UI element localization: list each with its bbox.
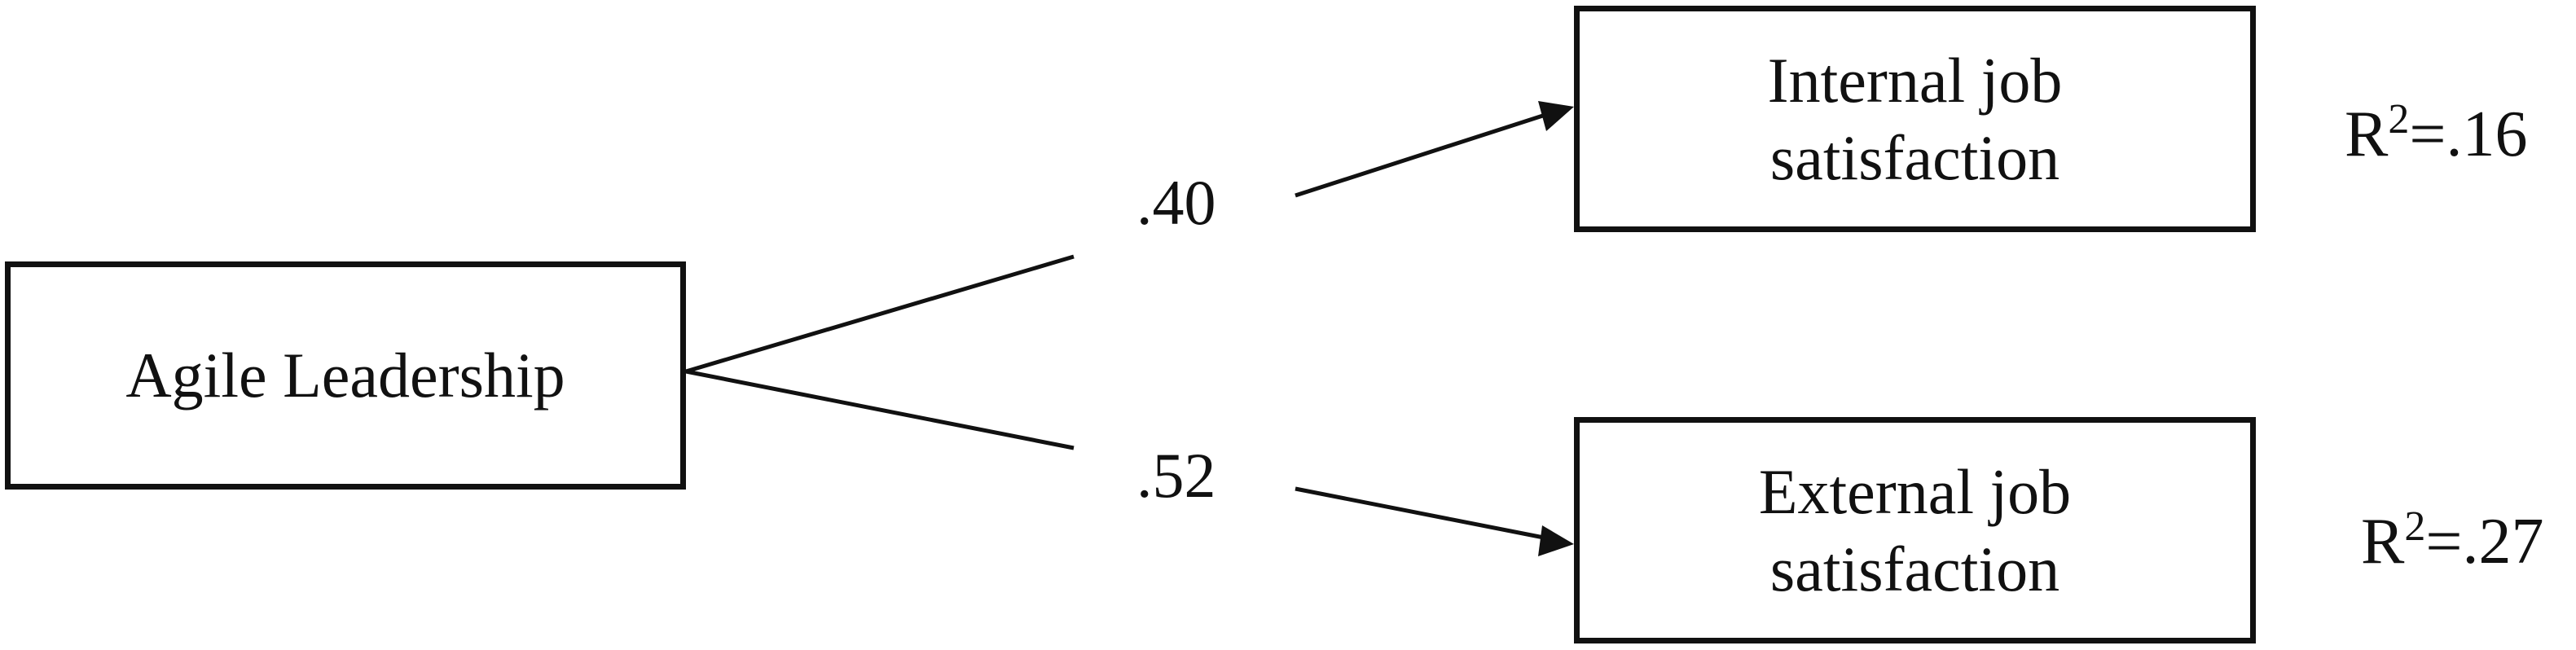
path-coefficient-internal: .40 [1136, 167, 1216, 238]
arrowhead-external [1538, 525, 1574, 556]
path-line-external-start [685, 369, 1075, 450]
path-coefficient-external: .52 [1136, 440, 1216, 511]
arrowhead-internal [1538, 101, 1574, 131]
r-squared-external-value: =.27 [2425, 506, 2544, 578]
path-line-internal-end [1295, 112, 1549, 198]
path-line-internal-start [685, 254, 1075, 374]
r-squared-external-prefix: R [2361, 506, 2405, 578]
node-label-external-job-satisfaction: External job satisfaction [1758, 455, 2072, 604]
node-label-agile-leadership: Agile Leadership [125, 340, 565, 411]
r-squared-external-exponent: 2 [2404, 503, 2426, 550]
node-internal-job-satisfaction: Internal job satisfaction [1574, 6, 2256, 232]
node-agile-leadership: Agile Leadership [5, 261, 686, 490]
r-squared-external: R2=.27 [2361, 506, 2543, 575]
node-external-job-satisfaction: External job satisfaction [1574, 417, 2256, 643]
r-squared-internal-prefix: R [2345, 99, 2389, 170]
path-line-external-end [1295, 486, 1549, 541]
r-squared-internal-value: =.16 [2409, 99, 2528, 170]
node-label-internal-job-satisfaction: Internal job satisfaction [1767, 44, 2063, 193]
r-squared-internal-exponent: 2 [2388, 96, 2410, 143]
r-squared-internal: R2=.16 [2345, 99, 2528, 170]
